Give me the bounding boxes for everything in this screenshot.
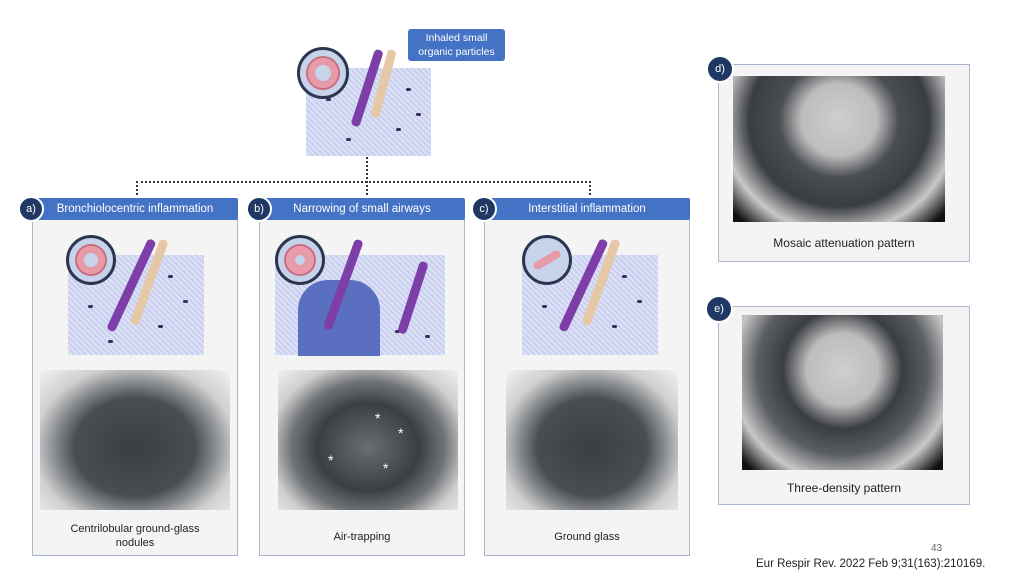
panel-d-badge: d) [706, 55, 734, 83]
citation: Eur Respir Rev. 2022 Feb 9;31(163):21016… [756, 558, 986, 570]
caption-line-1: Centrilobular ground-glass [70, 523, 200, 535]
ct-marker: * [383, 460, 389, 476]
panel-d-ct-image [733, 76, 945, 222]
panel-c-ct-image [506, 370, 678, 510]
bronchiole-magnified-icon [66, 235, 116, 285]
bronchiole-magnified-icon [297, 47, 349, 99]
caption-line-2: nodules [115, 537, 155, 550]
ct-marker: * [375, 410, 381, 426]
connector-horizontal [136, 181, 591, 183]
panel-e-badge: e) [705, 295, 733, 323]
panel-b-ct-image: * * * * [278, 370, 458, 510]
ct-marker: * [328, 452, 334, 468]
panel-b-badge: b) [246, 196, 272, 222]
interstitium-magnified-icon [522, 235, 572, 285]
bronchiole-magnified-icon [275, 235, 325, 285]
panel-d-caption: Mosaic attenuation pattern [773, 236, 915, 250]
panel-e-caption: Three-density pattern [786, 481, 902, 495]
panel-c-caption: Ground glass [554, 531, 620, 543]
connector-c [589, 181, 591, 195]
label-line-1: Inhaled small [425, 32, 488, 44]
panel-a-caption: Centrilobular ground-glass nodules [32, 522, 238, 551]
particles-label: Inhaled small organic particles [408, 29, 505, 61]
ct-marker: * [398, 425, 404, 441]
panel-c-badge: c) [471, 196, 497, 222]
panel-e-ct-image [742, 315, 943, 470]
panel-a-title: Bronchiolocentric inflammation [32, 198, 238, 220]
panel-b-caption: Air-trapping [333, 531, 391, 543]
page-number: 43 [931, 543, 943, 554]
panel-a-badge: a) [18, 196, 44, 222]
connector-a [136, 181, 138, 195]
panel-c-title: Interstitial inflammation [484, 198, 690, 220]
connector-vertical [366, 157, 368, 195]
label-line-2: organic particles [418, 46, 495, 58]
panel-b-title: Narrowing of small airways [259, 198, 465, 220]
panel-a-ct-image [40, 370, 230, 510]
